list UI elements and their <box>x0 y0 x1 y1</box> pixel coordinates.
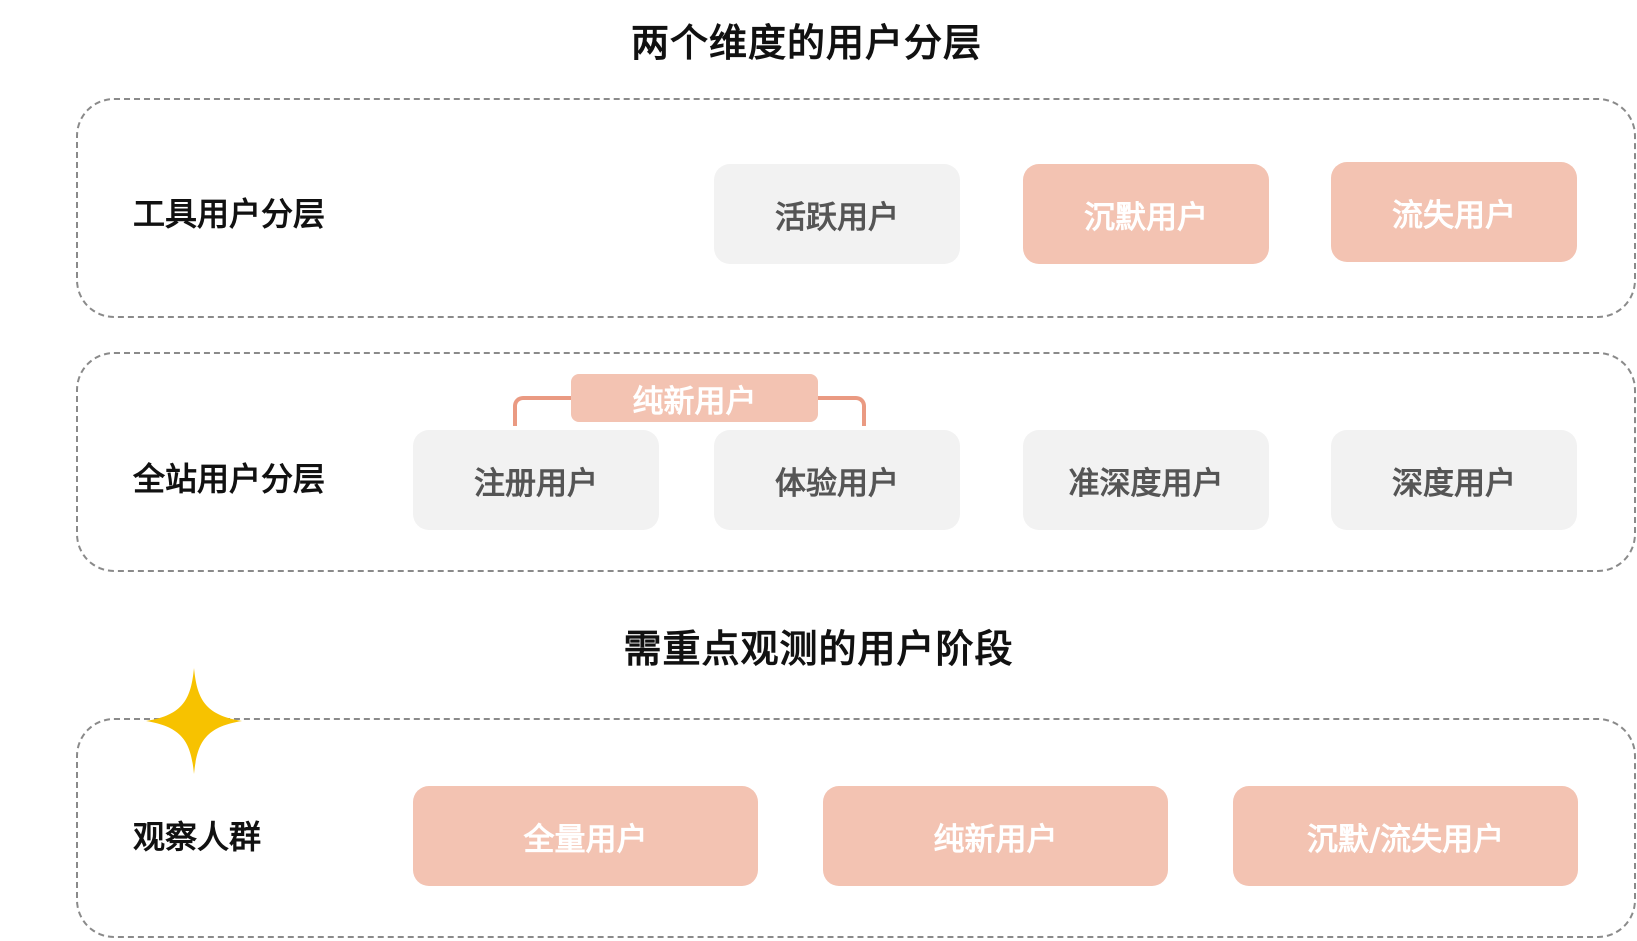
trial-users-box: 体验用户 <box>714 430 960 530</box>
diagram-title-stages: 需重点观测的用户阶段 <box>623 627 1014 671</box>
churned-users-box: 流失用户 <box>1331 162 1577 262</box>
four-point-star-icon <box>146 668 242 774</box>
observe-label: 观察人群 <box>133 818 262 856</box>
active-users-box: 活跃用户 <box>714 164 960 264</box>
site-layer-panel <box>76 352 1636 572</box>
registered-users-box: 注册用户 <box>413 430 659 530</box>
new-users-box: 纯新用户 <box>823 786 1168 886</box>
silent-churned-users-box: 沉默/流失用户 <box>1233 786 1578 886</box>
site-layer-label: 全站用户分层 <box>133 460 326 498</box>
diagram-title-layers: 两个维度的用户分层 <box>630 21 982 65</box>
tool-layer-label: 工具用户分层 <box>133 195 326 233</box>
observe-panel <box>76 718 1636 938</box>
tool-layer-panel <box>76 98 1636 318</box>
all-users-box: 全量用户 <box>413 786 758 886</box>
silent-users-box: 沉默用户 <box>1023 164 1269 264</box>
new-users-group-tag: 纯新用户 <box>571 374 818 422</box>
deep-users-box: 深度用户 <box>1331 430 1577 530</box>
semi-deep-users-box: 准深度用户 <box>1023 430 1269 530</box>
